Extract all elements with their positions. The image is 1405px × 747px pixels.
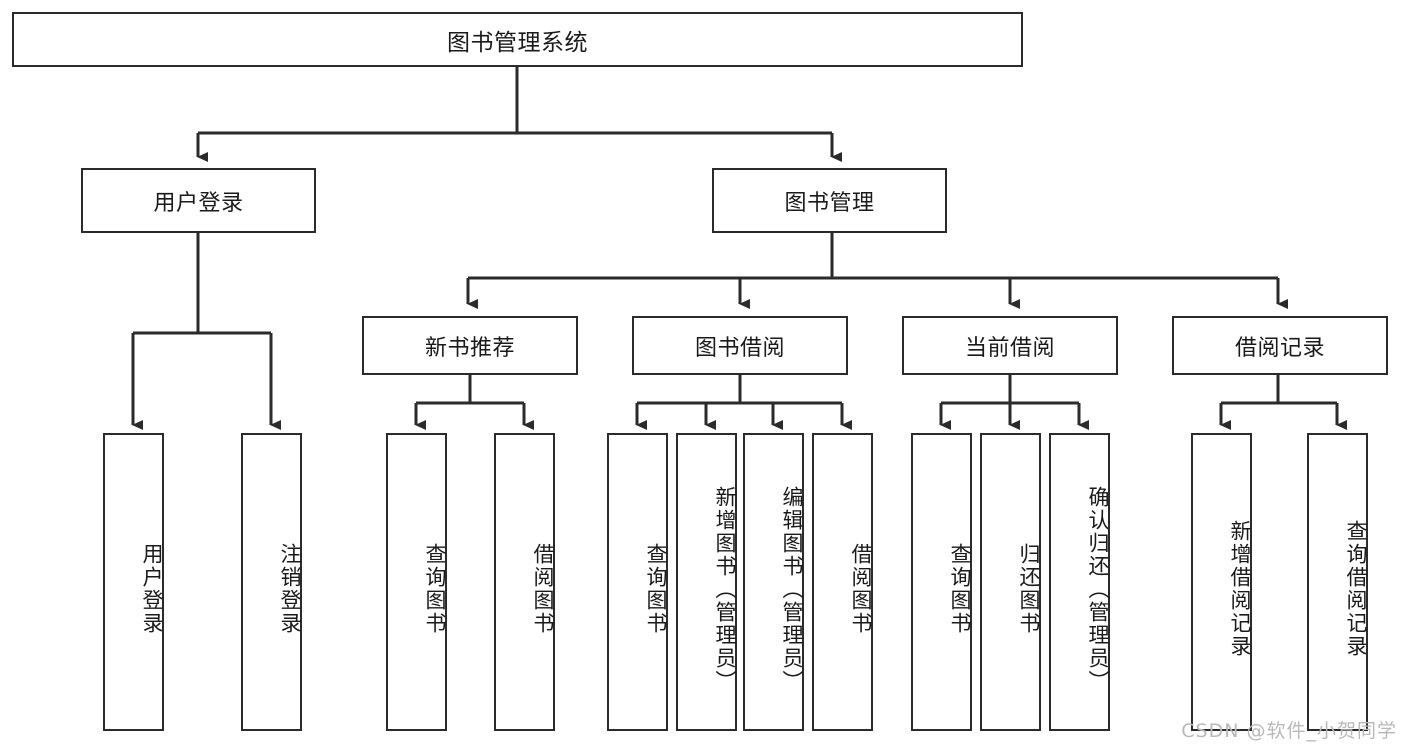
- leaf-record-query-borrow-record[interactable]: 查询借阅记录: [1307, 433, 1368, 731]
- leaf-borrow-add-book-admin[interactable]: 新增图书（管理员）: [676, 433, 737, 731]
- leaf-borrow-query-book[interactable]: 查询图书: [607, 433, 668, 731]
- node-label: 编辑图书（管理员）: [780, 485, 804, 693]
- node-label: 当前借阅: [964, 335, 1055, 361]
- node-label: 借阅记录: [1234, 335, 1325, 361]
- leaf-current-return-book[interactable]: 归还图书: [980, 433, 1041, 731]
- node-label: 确认归还（管理员）: [1086, 485, 1110, 693]
- node-label: 借阅图书: [531, 543, 555, 635]
- node-label: 图书借阅: [694, 335, 785, 361]
- node-label: 借阅图书: [849, 543, 873, 635]
- node-label: 查询图书: [644, 543, 668, 635]
- node-label: 图书管理: [784, 190, 875, 216]
- node-label: 新书推荐: [424, 335, 515, 361]
- leaf-current-confirm-return-admin[interactable]: 确认归还（管理员）: [1049, 433, 1110, 731]
- node-root-book-management-system[interactable]: 图书管理系统: [12, 12, 1023, 67]
- node-label: 注销登录: [278, 543, 302, 635]
- node-label: 新增图书（管理员）: [713, 485, 737, 693]
- node-label: 新增借阅记录: [1228, 520, 1252, 658]
- node-label: 用户登录: [140, 543, 164, 635]
- node-label: 查询图书: [948, 543, 972, 635]
- leaf-current-query-book[interactable]: 查询图书: [911, 433, 972, 731]
- node-user-login[interactable]: 用户登录: [81, 168, 316, 233]
- node-book-management[interactable]: 图书管理: [712, 168, 947, 233]
- node-label: 查询图书: [423, 543, 447, 635]
- node-label: 图书管理系统: [447, 29, 588, 56]
- watermark-text: CSDN @软件_小贺同学: [1181, 720, 1397, 742]
- node-label: 用户登录: [153, 190, 244, 216]
- node-current-borrow[interactable]: 当前借阅: [902, 316, 1118, 375]
- leaf-borrow-edit-book-admin[interactable]: 编辑图书（管理员）: [743, 433, 804, 731]
- leaf-user-login-signout[interactable]: 注销登录: [241, 433, 302, 731]
- leaf-borrow-borrow-book[interactable]: 借阅图书: [812, 433, 873, 731]
- node-book-borrow[interactable]: 图书借阅: [632, 316, 848, 375]
- leaf-user-login-signin[interactable]: 用户登录: [103, 433, 164, 731]
- leaf-new-book-borrow[interactable]: 借阅图书: [494, 433, 555, 731]
- node-label: 归还图书: [1017, 543, 1041, 635]
- node-borrow-record[interactable]: 借阅记录: [1172, 316, 1388, 375]
- node-new-book-recommend[interactable]: 新书推荐: [362, 316, 578, 375]
- node-label: 查询借阅记录: [1344, 520, 1368, 658]
- leaf-new-book-query[interactable]: 查询图书: [386, 433, 447, 731]
- leaf-record-add-borrow-record[interactable]: 新增借阅记录: [1191, 433, 1252, 731]
